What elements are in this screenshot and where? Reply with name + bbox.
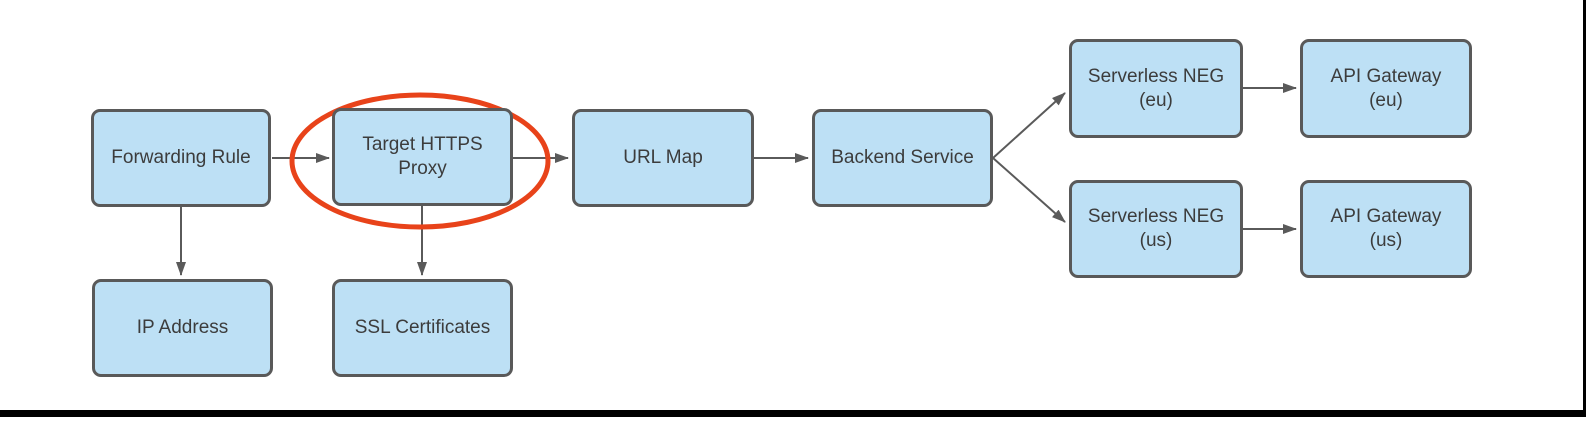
edge-backend-service-to-serverless-neg-us [992, 157, 1066, 223]
node-target-https-proxy: Target HTTPS Proxy [332, 108, 513, 206]
frame-right-edge [1583, 0, 1586, 417]
node-forwarding-rule-label: Forwarding Rule [111, 147, 251, 169]
node-url-map: URL Map [572, 109, 754, 207]
edge-backend-service-to-serverless-neg-eu [992, 92, 1066, 159]
node-target-https-proxy-label: Target HTTPS Proxy [362, 134, 483, 179]
node-ip-address-label: IP Address [136, 317, 229, 339]
node-ssl-certificates-label: SSL Certificates [354, 317, 491, 339]
node-url-map-label: URL Map [623, 147, 703, 169]
node-serverless-neg-eu: Serverless NEG (eu) [1069, 39, 1243, 138]
node-ssl-certificates: SSL Certificates [332, 279, 513, 377]
node-api-gateway-us-label: API Gateway (us) [1330, 206, 1442, 251]
node-serverless-neg-us: Serverless NEG (us) [1069, 180, 1243, 278]
node-api-gateway-eu: API Gateway (eu) [1300, 39, 1472, 138]
node-serverless-neg-us-label: Serverless NEG (us) [1087, 206, 1225, 251]
node-api-gateway-us: API Gateway (us) [1300, 180, 1472, 278]
node-api-gateway-eu-label: API Gateway (eu) [1330, 65, 1442, 111]
node-ip-address: IP Address [92, 279, 273, 377]
node-backend-service-label: Backend Service [831, 147, 974, 169]
node-backend-service: Backend Service [812, 109, 993, 207]
node-forwarding-rule: Forwarding Rule [91, 109, 271, 207]
node-serverless-neg-eu-label: Serverless NEG (eu) [1087, 65, 1225, 111]
frame-bottom-edge [0, 410, 1586, 417]
